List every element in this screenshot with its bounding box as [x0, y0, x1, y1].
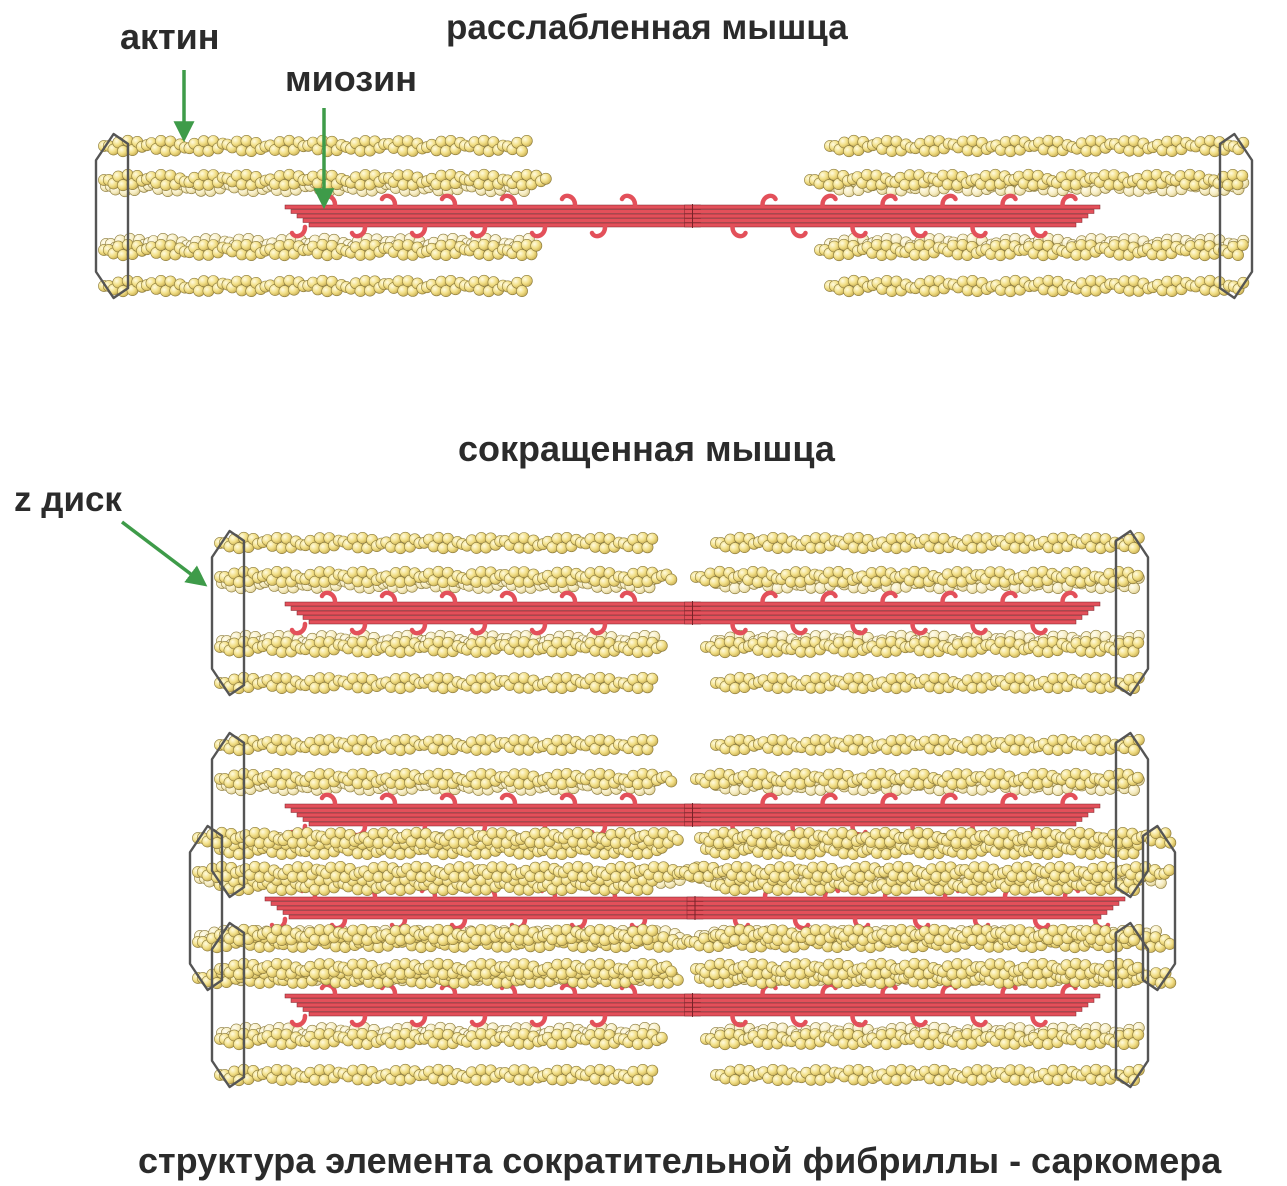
myosin-filament	[285, 985, 1100, 1025]
actin-filament	[98, 135, 532, 157]
actin-filament	[214, 924, 658, 946]
actin-filament	[710, 1064, 1144, 1086]
z-disc	[212, 531, 244, 695]
myosin-filament	[285, 593, 1100, 633]
actin-filament	[690, 566, 1143, 588]
actin-filament	[804, 169, 1248, 191]
actin-filament	[214, 1064, 658, 1086]
actin-filament	[192, 861, 702, 883]
actin-filament	[674, 861, 1175, 883]
actin-filament	[98, 239, 542, 261]
actin-filament	[214, 1028, 667, 1050]
actin-filament	[214, 636, 667, 658]
actin-filament	[824, 135, 1249, 157]
actin-filament	[690, 768, 1143, 790]
z-disc-pointer-arrow	[122, 522, 204, 584]
actin-filament	[710, 734, 1144, 756]
actin-filament	[214, 566, 677, 588]
actin-filament	[690, 958, 1143, 980]
actin-filament	[700, 636, 1144, 658]
actin-filament	[214, 672, 658, 694]
actin-filament	[214, 958, 677, 980]
actin-filament	[98, 275, 532, 297]
actin-filament	[214, 734, 658, 756]
myosin-filament	[285, 196, 1100, 236]
z-disc	[1220, 134, 1252, 298]
z-disc	[96, 134, 128, 298]
actin-filament	[824, 275, 1249, 297]
actin-filament	[710, 532, 1144, 554]
z-disc	[1116, 531, 1148, 695]
actin-filament	[214, 532, 658, 554]
actin-filament	[700, 1028, 1144, 1050]
actin-filament	[710, 672, 1144, 694]
actin-filament	[214, 768, 677, 790]
